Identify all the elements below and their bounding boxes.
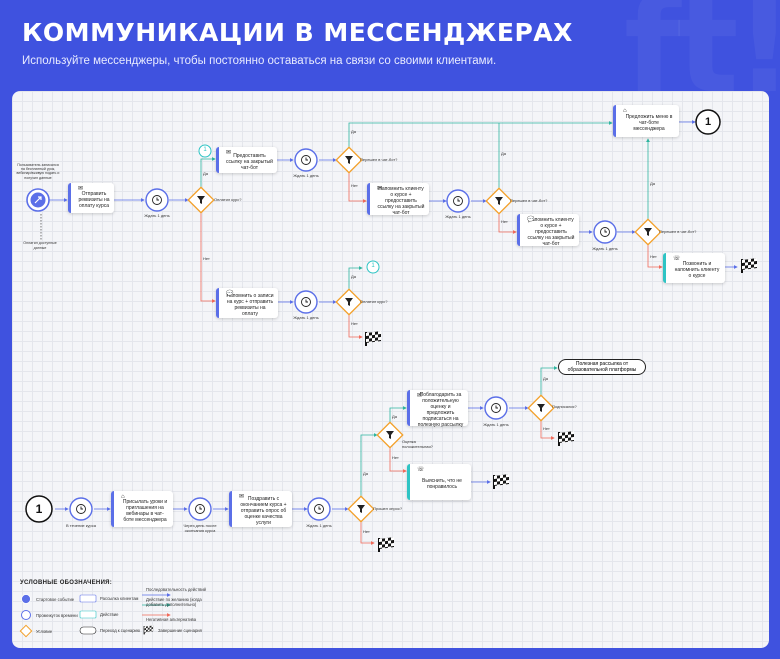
start-note: Пользователь записался на бесплатный уро… [16,163,60,180]
phone-icon: ☏ [673,256,681,262]
yes-label: Да [363,471,368,476]
wait-label: Ждать 1 день [445,214,471,219]
legend-mailing: Рассылка клиентам [100,596,139,601]
congrats-card[interactable]: ✉Поздравить с окончанием курса + отправи… [229,491,292,527]
legend-condition: Условие [36,629,53,634]
finish-flag-icon [557,430,574,446]
yes-label: Да [351,274,356,279]
chat-icon: 💬 [226,291,234,297]
condition-label: Оплатил курс? [360,299,388,304]
legend-positive: Действие по желанию (когда добавить допо… [146,597,202,607]
no-label: Нет [203,256,210,261]
bot-icon: ⌂ [623,108,627,114]
wait-label: Ждать 1 день [592,246,618,251]
thank-review-card[interactable]: ✉Поблагодарить за положительную оценку и… [407,390,468,428]
diagram-canvas: 1 1 1 1 Пользователь записался на беспла… [12,91,769,648]
bot-icon: ⌂ [121,494,125,500]
start-event-icon [26,188,50,212]
wait-label: Ждать 1 день [144,213,170,218]
send-requisites-card[interactable]: ✉Отправить реквизиты на оплату курса [68,183,114,213]
marker-label: 1 [203,147,207,153]
wait-label: Ждать 1 день [293,315,319,320]
wait-label: Ждать 1 день [293,173,319,178]
no-label: Нет [351,321,358,326]
legend-negative: Негативная альтернатива [146,617,197,622]
marker-label: 1 [704,116,712,128]
page-title: КОММУНИКАЦИИ В МЕССЕНДЖЕРАХ [22,18,573,47]
condition-label: Перешел в чат-бот? [510,198,548,203]
finish-flag-icon [492,473,509,489]
yes-label: Да [543,376,548,381]
no-label: Нет [543,426,550,431]
materials-card[interactable]: ⌂Присылать уроки и приглашения на вебина… [111,491,173,527]
finish-flag-icon [364,330,381,346]
subscription-transition[interactable]: Полезная рассылка от образовательной пла… [558,359,646,375]
yes-label: Да [203,171,208,176]
yes-label: Да [501,151,506,156]
yes-label: Да [650,181,655,186]
finish-flag-icon [377,536,394,552]
start-note-2: Оплатил доступные данные [23,241,57,250]
condition-label: Прошел опрос? [373,506,403,511]
legend-interval: Промежуток времени [36,613,78,618]
legend-sequence: Последовательность действий [146,587,207,592]
marker-label: 1 [35,502,43,516]
finish-flag-icon [740,257,757,273]
mail-icon: ✉ [377,186,383,192]
wait-label: Через день после окончания курса [183,523,217,533]
page-subtitle: Используйте мессенджеры, чтобы постоянно… [22,55,497,67]
menu-card[interactable]: ⌂Предложить меню в чат-боте мессенджера [613,105,679,137]
legend-action: Действие [100,612,119,617]
wait-label: В течение курса [66,523,96,528]
mail-icon: ✉ [78,186,84,192]
condition-label: Оплатил курс? [214,197,242,202]
legend-title: УСЛОВНЫЕ ОБОЗНАЧЕНИЯ: [20,580,113,586]
legend-transition: Переход к сценарию [100,628,141,633]
yes-label: Да [351,129,356,134]
no-label: Нет [392,455,399,460]
call-card[interactable]: ☏Позвонить и напомнить клиенту о курсе [663,253,725,283]
no-label: Нет [501,219,508,224]
yes-label: Да [392,414,397,419]
mail-icon: ✉ [417,393,423,399]
condition-label: Оценка положительная? [402,439,433,449]
phone-icon: ☏ [417,467,425,473]
legend-finish: Завершение сценария [158,628,202,633]
wait-label: Ждать 1 день [483,422,509,427]
wait-label: Ждать 1 день [306,523,332,528]
chat-link-card[interactable]: ✉Предоставить ссылку на закрытый чат-бот [216,147,277,173]
mail-icon: ✉ [226,150,232,156]
legend-start: Стартовое событие [36,597,75,602]
find-out-card[interactable]: ☏Выяснить, что не понравилось [407,464,471,500]
condition-label: Перешел в чат-бот? [360,157,398,162]
mail-icon: ✉ [239,494,245,500]
condition-label: Подписался? [552,404,577,409]
chat-icon: 💬 [527,217,535,223]
condition-label: Перешел в чат-бот? [659,229,697,234]
remind-pay-card[interactable]: 💬Напомнить о записи на курс + отправить … [216,288,278,318]
finish-flag-icon [143,625,154,635]
remind-card-2[interactable]: 💬Напомнить клиенту о курсе + предоставит… [517,214,579,247]
no-label: Нет [351,183,358,188]
no-label: Нет [363,529,370,534]
connectors [19,109,738,638]
no-label: Нет [650,254,657,259]
remind-card[interactable]: ✉Напомнить клиенту о курсе + предоставит… [367,183,429,216]
marker-label: 1 [371,263,375,269]
